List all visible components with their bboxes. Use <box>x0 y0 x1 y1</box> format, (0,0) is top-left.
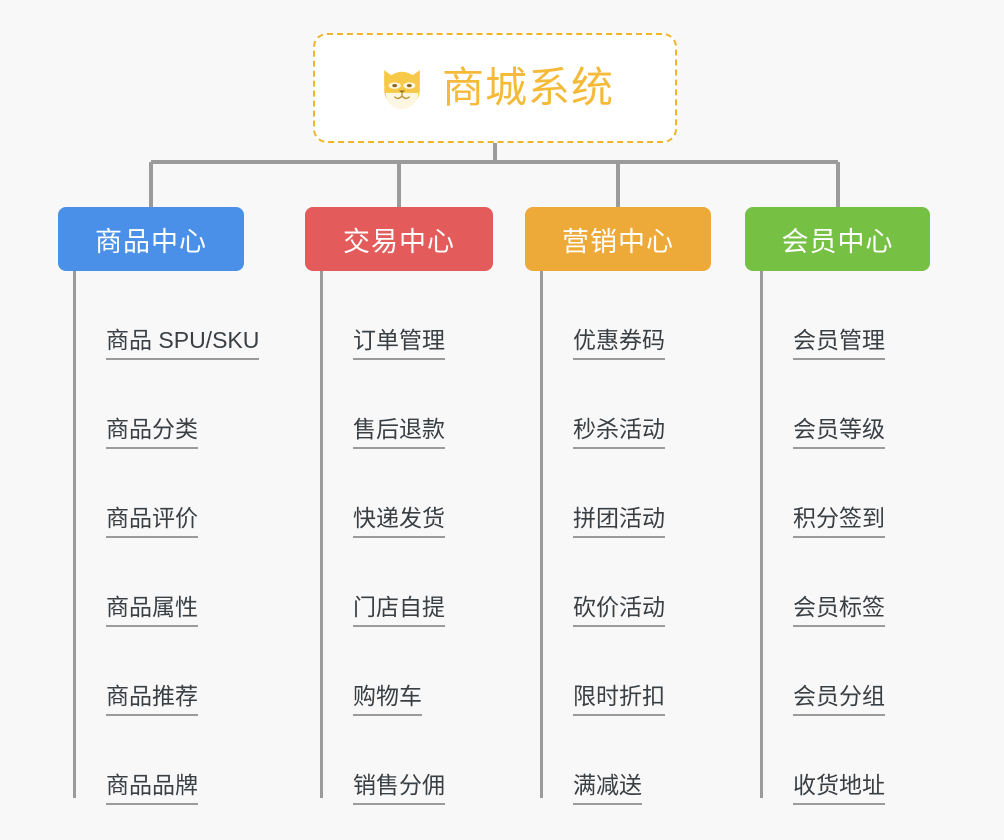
list-item-label: 会员管理 <box>793 327 885 360</box>
list-item-label: 商品推荐 <box>106 683 198 716</box>
branch-items-member-center: 会员管理 会员等级 积分签到 会员标签 会员分组 收货地址 <box>745 271 967 805</box>
root-node[interactable]: 商城系统 <box>313 33 677 143</box>
list-item-label: 会员等级 <box>793 416 885 449</box>
list-item-label: 砍价活动 <box>573 594 665 627</box>
list-item[interactable]: 商品属性 <box>58 538 308 627</box>
list-item[interactable]: 优惠券码 <box>525 271 747 360</box>
list-item[interactable]: 会员分组 <box>745 627 967 716</box>
branch-header-trade-center[interactable]: 交易中心 <box>305 207 493 271</box>
list-item[interactable]: 会员管理 <box>745 271 967 360</box>
branch-header-member-center[interactable]: 会员中心 <box>745 207 930 271</box>
list-item-label: 商品 SPU/SKU <box>106 327 260 360</box>
list-item-label: 商品评价 <box>106 505 198 538</box>
root-title: 商城系统 <box>441 64 614 111</box>
list-item[interactable]: 会员标签 <box>745 538 967 627</box>
list-item[interactable]: 门店自提 <box>305 538 530 627</box>
list-item[interactable]: 商品评价 <box>58 449 308 538</box>
list-item[interactable]: 订单管理 <box>305 271 530 360</box>
list-item[interactable]: 秒杀活动 <box>525 360 747 449</box>
list-item-label: 购物车 <box>353 683 422 716</box>
list-item-label: 限时折扣 <box>573 683 665 716</box>
list-item[interactable]: 商品推荐 <box>58 627 308 716</box>
list-item-label: 商品分类 <box>106 416 198 449</box>
list-item-label: 优惠券码 <box>573 327 665 360</box>
list-item-label: 商品品牌 <box>106 772 198 805</box>
branch-items-marketing-center: 优惠券码 秒杀活动 拼团活动 砍价活动 限时折扣 满减送 <box>525 271 747 805</box>
branch-marketing-center: 营销中心 优惠券码 秒杀活动 拼团活动 砍价活动 限时折扣 满减送 <box>525 207 747 805</box>
branch-trade-center: 交易中心 订单管理 售后退款 快递发货 门店自提 购物车 销售分佣 <box>305 207 530 805</box>
branch-items-trade-center: 订单管理 售后退款 快递发货 门店自提 购物车 销售分佣 <box>305 271 530 805</box>
list-item-label: 满减送 <box>573 772 642 805</box>
list-item-label: 销售分佣 <box>353 772 445 805</box>
branch-spine <box>73 271 76 798</box>
branch-spine <box>320 271 323 798</box>
list-item[interactable]: 售后退款 <box>305 360 530 449</box>
list-item[interactable]: 限时折扣 <box>525 627 747 716</box>
list-item[interactable]: 快递发货 <box>305 449 530 538</box>
branch-member-center: 会员中心 会员管理 会员等级 积分签到 会员标签 会员分组 收货地址 <box>745 207 967 805</box>
branch-spine <box>760 271 763 798</box>
branch-product-center: 商品中心 商品 SPU/SKU 商品分类 商品评价 商品属性 商品推荐 商品品牌 <box>58 207 308 805</box>
shiba-dog-icon <box>384 70 420 110</box>
list-item-label: 拼团活动 <box>573 505 665 538</box>
list-item[interactable]: 积分签到 <box>745 449 967 538</box>
list-item[interactable]: 会员等级 <box>745 360 967 449</box>
branch-items-product-center: 商品 SPU/SKU 商品分类 商品评价 商品属性 商品推荐 商品品牌 <box>58 271 308 805</box>
list-item-label: 积分签到 <box>793 505 885 538</box>
list-item[interactable]: 销售分佣 <box>305 716 530 805</box>
list-item[interactable]: 商品品牌 <box>58 716 308 805</box>
list-item[interactable]: 收货地址 <box>745 716 967 805</box>
list-item-label: 订单管理 <box>353 327 445 360</box>
list-item-label: 快递发货 <box>353 505 445 538</box>
branch-spine <box>540 271 543 798</box>
list-item-label: 售后退款 <box>353 416 445 449</box>
list-item[interactable]: 购物车 <box>305 627 530 716</box>
list-item-label: 会员分组 <box>793 683 885 716</box>
list-item[interactable]: 砍价活动 <box>525 538 747 627</box>
list-item-label: 秒杀活动 <box>573 416 665 449</box>
list-item-label: 会员标签 <box>793 594 885 627</box>
list-item-label: 收货地址 <box>793 772 885 805</box>
branch-header-product-center[interactable]: 商品中心 <box>58 207 244 271</box>
list-item-label: 门店自提 <box>353 594 445 627</box>
list-item[interactable]: 拼团活动 <box>525 449 747 538</box>
list-item-label: 商品属性 <box>106 594 198 627</box>
list-item[interactable]: 商品分类 <box>58 360 308 449</box>
branch-header-marketing-center[interactable]: 营销中心 <box>525 207 711 271</box>
list-item[interactable]: 商品 SPU/SKU <box>58 271 308 360</box>
list-item[interactable]: 满减送 <box>525 716 747 805</box>
